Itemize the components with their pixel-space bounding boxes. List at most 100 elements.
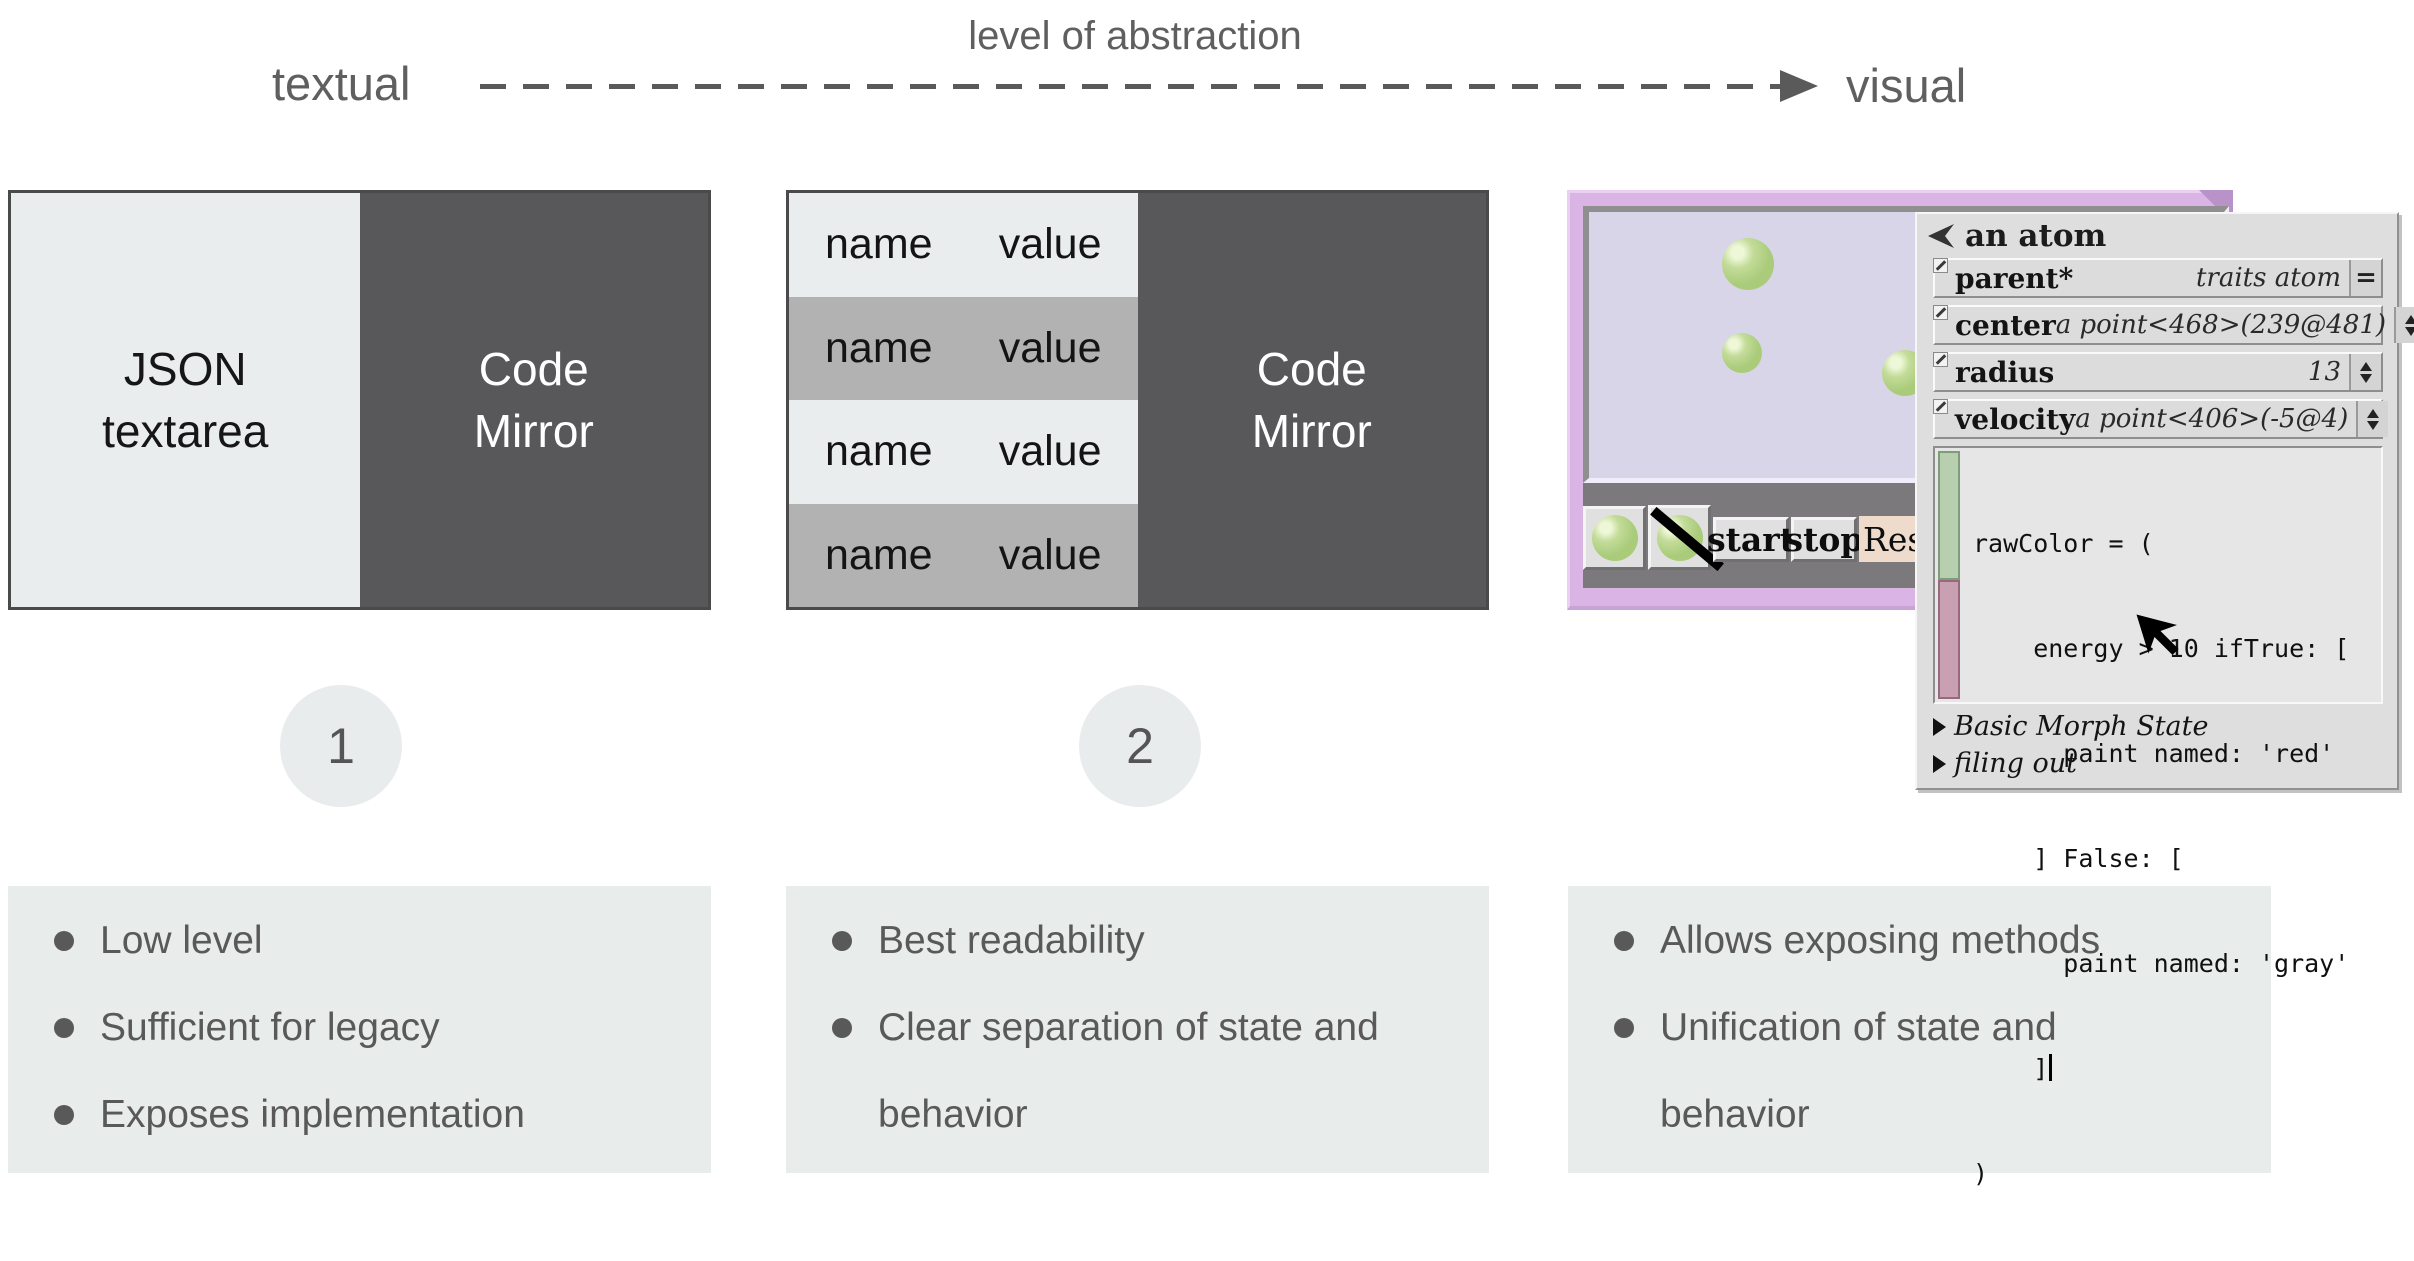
code-line: ]	[1973, 1054, 2049, 1083]
code-line: )	[1973, 1159, 1989, 1188]
window-menu-icon[interactable]	[1927, 223, 1955, 249]
bullet-icon	[832, 931, 852, 951]
add-atom-button[interactable]	[1583, 506, 1646, 570]
attribute-row-center[interactable]: center a point<468>(239@481)	[1933, 305, 2414, 345]
json-textarea-label: JSON textarea	[102, 342, 269, 457]
list-item: Clear separation of state and behavior	[832, 984, 1459, 1158]
resize-button-label: Resi	[1863, 519, 1916, 559]
stop-button-label: stop	[1784, 520, 1864, 559]
json-textarea-panel: JSON textarea	[11, 193, 360, 607]
bullet-icon	[54, 931, 74, 951]
section-label: filing out	[1954, 748, 2078, 779]
abstraction-axis-arrowhead-icon	[1780, 70, 1818, 102]
axis-right-label: visual	[1846, 59, 1967, 112]
collapsed-sections: Basic Morph State filing out	[1919, 708, 2395, 782]
attribute-label: parent*	[1955, 261, 2074, 295]
table-row: name value	[789, 193, 1138, 297]
atom-icon	[1591, 515, 1638, 561]
approach-1-notes: Low level Sufficient for legacy Exposes …	[8, 886, 711, 1173]
expand-triangle-icon[interactable]	[1933, 754, 1946, 773]
list-item-text: Unification of state and behavior	[1660, 1006, 2057, 1136]
stepper-icon[interactable]	[2349, 354, 2381, 390]
axis-left-label: textual	[272, 57, 411, 110]
edit-corner-icon[interactable]	[1933, 305, 1948, 320]
edit-corner-icon[interactable]	[1933, 258, 1948, 273]
approach-2-box: name value name value name value name va…	[786, 190, 1489, 610]
row-value: value	[998, 220, 1102, 269]
equals-button[interactable]: =	[2349, 260, 2381, 296]
start-button[interactable]: start	[1707, 517, 1795, 562]
list-item-text: Exposes implementation	[100, 1093, 525, 1136]
list-item: Unification of state and behavior	[1614, 984, 2241, 1158]
atom-inspector-window: an atom parent* traits atom = center a p…	[1915, 212, 2414, 1188]
inspector-title-bar[interactable]: an atom	[1917, 214, 2397, 258]
rawcolor-code-editor[interactable]: rawColor = ( energy > 10 ifTrue: [ paint…	[1933, 446, 2383, 1188]
stepper-icon[interactable]	[2356, 401, 2389, 437]
codemirror-panel-2: Code Mirror	[1137, 193, 1486, 607]
attribute-row-radius[interactable]: radius 13	[1933, 352, 2383, 392]
axis-title: level of abstraction	[968, 14, 1302, 58]
code-line: paint named: 'red'	[1973, 739, 2335, 768]
row-name: name	[825, 530, 933, 579]
list-item: Allows exposing methods	[1614, 897, 2241, 984]
row-name: name	[825, 220, 933, 269]
attribute-label: radius	[1955, 355, 2055, 389]
table-row: name value	[789, 296, 1138, 400]
edit-corner-icon[interactable]	[1933, 399, 1948, 414]
attribute-value: traits atom	[2195, 263, 2341, 293]
stepper-icon[interactable]	[2394, 307, 2414, 343]
codemirror-label-1: Code Mirror	[473, 342, 594, 457]
scrollbar-track[interactable]	[1938, 579, 1960, 699]
attribute-row-velocity[interactable]: velocity a point<406>(-5@4)	[1933, 399, 2389, 439]
list-item-text: Best readability	[878, 919, 1145, 962]
remove-atom-button[interactable]	[1648, 505, 1724, 572]
bullet-icon	[1614, 1018, 1634, 1038]
row-name: name	[825, 427, 933, 476]
list-item-text: Allows exposing methods	[1660, 919, 2101, 962]
codemirror-label-2: Code Mirror	[1251, 342, 1372, 457]
name-value-table: name value name value name value name va…	[789, 193, 1138, 607]
step-number-2: 2	[1079, 685, 1201, 807]
resize-button[interactable]: Resi	[1859, 516, 1916, 562]
atom-ball[interactable]	[1722, 238, 1774, 290]
step-number-1: 1	[280, 685, 402, 807]
section-filing-out[interactable]: filing out	[1919, 745, 2395, 782]
row-value: value	[998, 323, 1102, 372]
attribute-value: a point<468>(239@481)	[2055, 310, 2387, 340]
attribute-value: a point<406>(-5@4)	[2075, 404, 2349, 434]
text-caret	[2049, 1054, 2053, 1081]
code-line: ] False: [	[1973, 844, 2184, 873]
list-item-text: Sufficient for legacy	[100, 1006, 440, 1049]
row-value: value	[998, 530, 1102, 579]
attribute-label: center	[1955, 308, 2056, 342]
stop-button[interactable]: stop	[1785, 517, 1863, 562]
list-item: Low level	[54, 897, 681, 984]
code-line: rawColor = (	[1973, 529, 2154, 558]
code-text[interactable]: rawColor = ( energy > 10 ifTrue: [ paint…	[1973, 456, 2349, 1261]
section-basic-morph-state[interactable]: Basic Morph State	[1919, 708, 2395, 745]
row-name: name	[825, 323, 933, 372]
list-item-text: Clear separation of state and behavior	[878, 1006, 1379, 1136]
bullet-icon	[54, 1018, 74, 1038]
table-row: name value	[789, 400, 1138, 504]
attribute-row-parent[interactable]: parent* traits atom =	[1933, 258, 2383, 298]
code-scrollbar[interactable]	[1938, 451, 1960, 699]
list-item: Exposes implementation	[54, 1071, 681, 1158]
atom-ball[interactable]	[1722, 333, 1762, 373]
bullet-icon	[54, 1105, 74, 1125]
expand-triangle-icon[interactable]	[1933, 717, 1946, 736]
list-item: Sufficient for legacy	[54, 984, 681, 1071]
attribute-label: velocity	[1955, 402, 2076, 436]
inspector-title: an atom	[1965, 218, 2107, 254]
edit-corner-icon[interactable]	[1933, 352, 1948, 367]
list-item-text: Low level	[100, 919, 263, 962]
row-value: value	[998, 427, 1102, 476]
start-button-label: start	[1707, 520, 1795, 559]
approach-2-notes: Best readability Clear separation of sta…	[786, 886, 1489, 1173]
scrollbar-thumb[interactable]	[1938, 451, 1960, 580]
abstraction-axis-dashed-line	[480, 84, 1780, 89]
code-line: paint named: 'gray'	[1973, 949, 2350, 978]
bullet-icon	[1614, 931, 1634, 951]
approach-3-notes: Allows exposing methods Unification of s…	[1568, 886, 2271, 1173]
bullet-icon	[832, 1018, 852, 1038]
